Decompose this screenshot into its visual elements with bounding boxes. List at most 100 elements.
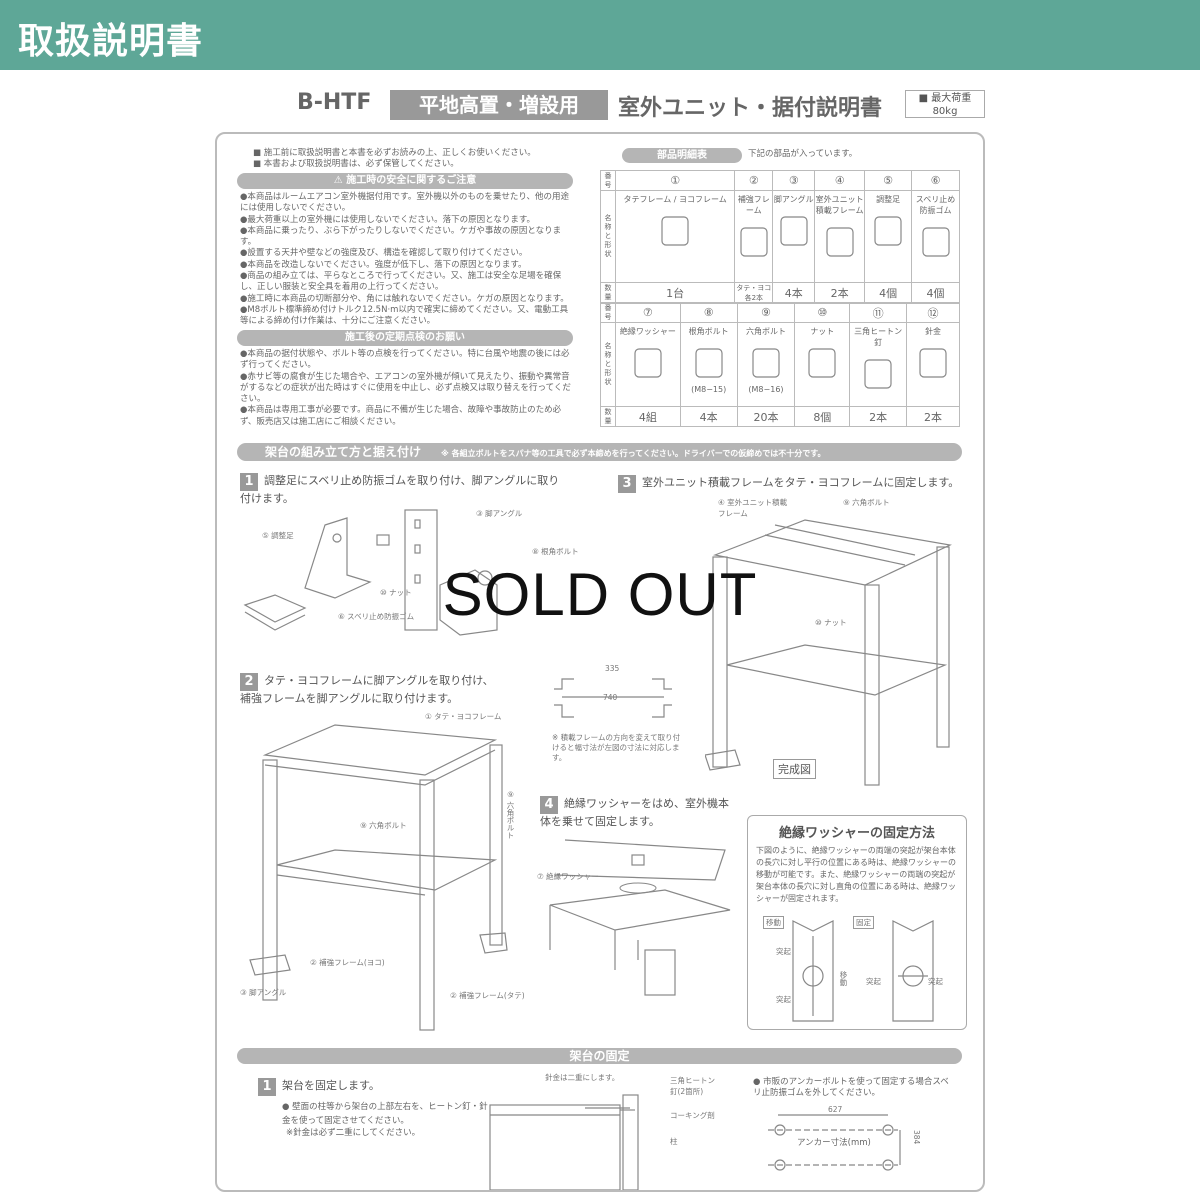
- part-cell: ナット: [794, 322, 851, 407]
- part-number: ⑥: [911, 170, 960, 191]
- step-number: 1: [240, 473, 258, 491]
- callout: ⑥ スベリ止め防振ゴム: [338, 612, 415, 621]
- fixing-diagram: [489, 1094, 639, 1190]
- row-label: 番号: [600, 302, 616, 323]
- part-quantity: 20本: [736, 406, 796, 427]
- complete-label: 完成図: [773, 759, 816, 779]
- part-quantity: 1台: [614, 282, 736, 304]
- inspection-item: ●本商品は専用工事が必要です。商品に不備が生じた場合、故障や事故防止のため必ず、…: [240, 405, 562, 427]
- part-name: 六角ボルト: [745, 327, 786, 336]
- callout: 三角ヒートン釘(2箇所): [670, 1076, 715, 1096]
- part-cell: タテフレーム / ヨコフレーム: [614, 190, 736, 283]
- protrusion-label: 突起: [928, 977, 943, 986]
- protrusion-label: 突起: [776, 995, 791, 1004]
- step-text: 絶縁ワッシャーをはめ、室外機本体を乗せて固定します。: [540, 797, 729, 828]
- part-name: 調整足: [876, 195, 901, 204]
- safety-item: ●M8ボルト標準締め付けトルク12.5N·m以内で確実に締めてください。又、電動…: [240, 304, 569, 327]
- box-text: 下図のように、絶縁ワッシャーの両端の突起が架台本体の長穴に対し平行の位置にある時…: [756, 846, 956, 903]
- dimension-value: 335: [605, 664, 620, 673]
- callout: ⑩ ナット: [815, 618, 847, 627]
- step2-diagram: [249, 724, 508, 1031]
- washer-fixing-box: 絶縁ワッシャーの固定方法 下図のように、絶縁ワッシャーの両端の突起が架台本体の長…: [747, 815, 967, 1030]
- assembly-note: ※ 各組立ボルトをスパナ等の工具で必ず本締めを行ってください。ドライバーでの仮締…: [441, 449, 826, 458]
- fixed-label: 固定: [853, 916, 874, 929]
- safety-item: ●設置する天井や壁などの強度及び、構造を確認して取り付けてください。: [240, 248, 528, 259]
- part-number: ①: [614, 170, 736, 191]
- part-cell: 三角ヒートン釘: [849, 322, 908, 407]
- banner-title: 取扱説明書: [18, 21, 204, 62]
- part-quantity: 2本: [814, 282, 866, 304]
- part-quantity: 2本: [906, 406, 960, 427]
- safety-list: ●本商品はルームエアコン室外機据付用です。室外機以外のものを乗せたり、他の用途に…: [240, 192, 575, 328]
- row-label: 番号: [600, 170, 616, 191]
- part-name: タテフレーム / ヨコフレーム: [623, 195, 727, 204]
- max-load-box: ■ 最大荷重 80kg: [905, 90, 985, 118]
- callout: ⑨ 六角ボルト: [506, 790, 515, 839]
- move-label: 移動: [763, 916, 784, 929]
- callout: 柱: [670, 1137, 678, 1146]
- part-number: ②: [734, 170, 774, 191]
- callout: ⑧ 根角ボルト: [532, 547, 579, 556]
- step-number: 4: [540, 796, 558, 814]
- part-quantity: タテ・ヨコ各2本: [734, 282, 774, 304]
- part-quantity: 2本: [849, 406, 908, 427]
- part-cell: 補強フレーム: [734, 190, 774, 283]
- part-cell: 室外ユニット積載フレーム: [814, 190, 866, 283]
- dimension-diagram: [554, 678, 672, 718]
- step3-diagram: [705, 519, 952, 786]
- step-text: 調整足にスベリ止め防振ゴムを取り付け、脚アングルに取り付けます。: [240, 474, 560, 505]
- notice: ■ 本書および取扱説明書は、必ず保管してください。: [253, 159, 459, 170]
- row-label: 数量: [600, 282, 616, 304]
- inspection-list: ●本商品の据付状態や、ボルト等の点検を行ってください。特に台風や地震の後には必ず…: [240, 349, 575, 428]
- part-illustration-icon: [919, 348, 947, 378]
- step-text: 架台を固定します。: [282, 1079, 380, 1092]
- callout: コーキング剤: [670, 1111, 715, 1120]
- callout: ② 補強フレーム(タテ): [450, 991, 525, 1000]
- row-label: 名称と形状: [600, 190, 616, 283]
- part-number: ③: [772, 170, 816, 191]
- part-quantity: 4組: [614, 406, 681, 427]
- callout: 針金は二重にします。: [545, 1073, 620, 1082]
- protrusion-label: 突起: [776, 947, 791, 956]
- part-number: ⑩: [794, 302, 851, 323]
- part-cell: 脚アングル: [772, 190, 816, 283]
- step-number: 1: [258, 1078, 276, 1096]
- part-number: ⑨: [736, 302, 796, 323]
- part-name: 根角ボルト: [688, 327, 729, 336]
- part-illustration-icon: [921, 227, 950, 257]
- anchor-depth: 384: [912, 1130, 921, 1145]
- title-banner: 取扱説明書: [0, 0, 1200, 70]
- part-name: 針金: [925, 327, 942, 336]
- assembly-header: 架台の組み立て方と据え付け※ 各組立ボルトをスパナ等の工具で必ず本締めを行ってく…: [237, 443, 962, 461]
- fixing-item: ※針金は必ず二重にしてください。: [286, 1128, 421, 1138]
- part-illustration-icon: [752, 348, 780, 378]
- step1-diagram: [243, 509, 498, 636]
- part-illustration-icon: [740, 227, 768, 257]
- sold-out-overlay: SOLD OUT: [442, 561, 758, 628]
- part-illustration-icon: [874, 216, 902, 246]
- protrusion-label: 突起: [866, 977, 881, 986]
- part-name: ナット: [810, 327, 835, 336]
- callout: ③ 脚アングル: [476, 509, 523, 518]
- callout: ④ 室外ユニット積載フレーム: [718, 498, 788, 518]
- safety-item: ●本商品に乗ったり、ぶら下がったりしないでください。ケガや事故の原因となります。: [240, 225, 562, 248]
- fixing-header: 架台の固定: [237, 1048, 962, 1064]
- part-quantity: 4本: [679, 406, 738, 427]
- part-illustration-icon: [826, 227, 854, 257]
- fixing-step: 1 架台を固定します。 ● 壁面の柱等から架台の上部左右を、ヒートン釘・針金を使っ…: [258, 1078, 488, 1139]
- fixing-item: ● 壁面の柱等から架台の上部左右を、ヒートン釘・針金を使って固定させてください。: [282, 1102, 488, 1126]
- part-cell: スベリ止め防振ゴム: [911, 190, 960, 283]
- safety-header: ⚠ 施工時の安全に関するご注意: [237, 173, 573, 189]
- inspection-header: 施工後の定期点検のお願い: [237, 330, 573, 346]
- part-illustration-icon: [864, 359, 892, 389]
- safety-item: ●本商品を改造しないでください。強度が低下し、落下の原因となります。: [240, 259, 527, 270]
- inspection-item: ●本商品の据付状態や、ボルト等の点検を行ってください。特に台風や地震の後には必ず…: [240, 349, 570, 371]
- part-illustration-icon: [780, 216, 808, 246]
- anchor-note: ● 市販のアンカーボルトを使って固定する場合スベリ止防振ゴムを外してください。: [753, 1077, 949, 1099]
- part-illustration-icon: [808, 348, 836, 378]
- max-load-label: ■ 最大荷重: [918, 93, 972, 104]
- max-load-value: 80kg: [932, 106, 958, 117]
